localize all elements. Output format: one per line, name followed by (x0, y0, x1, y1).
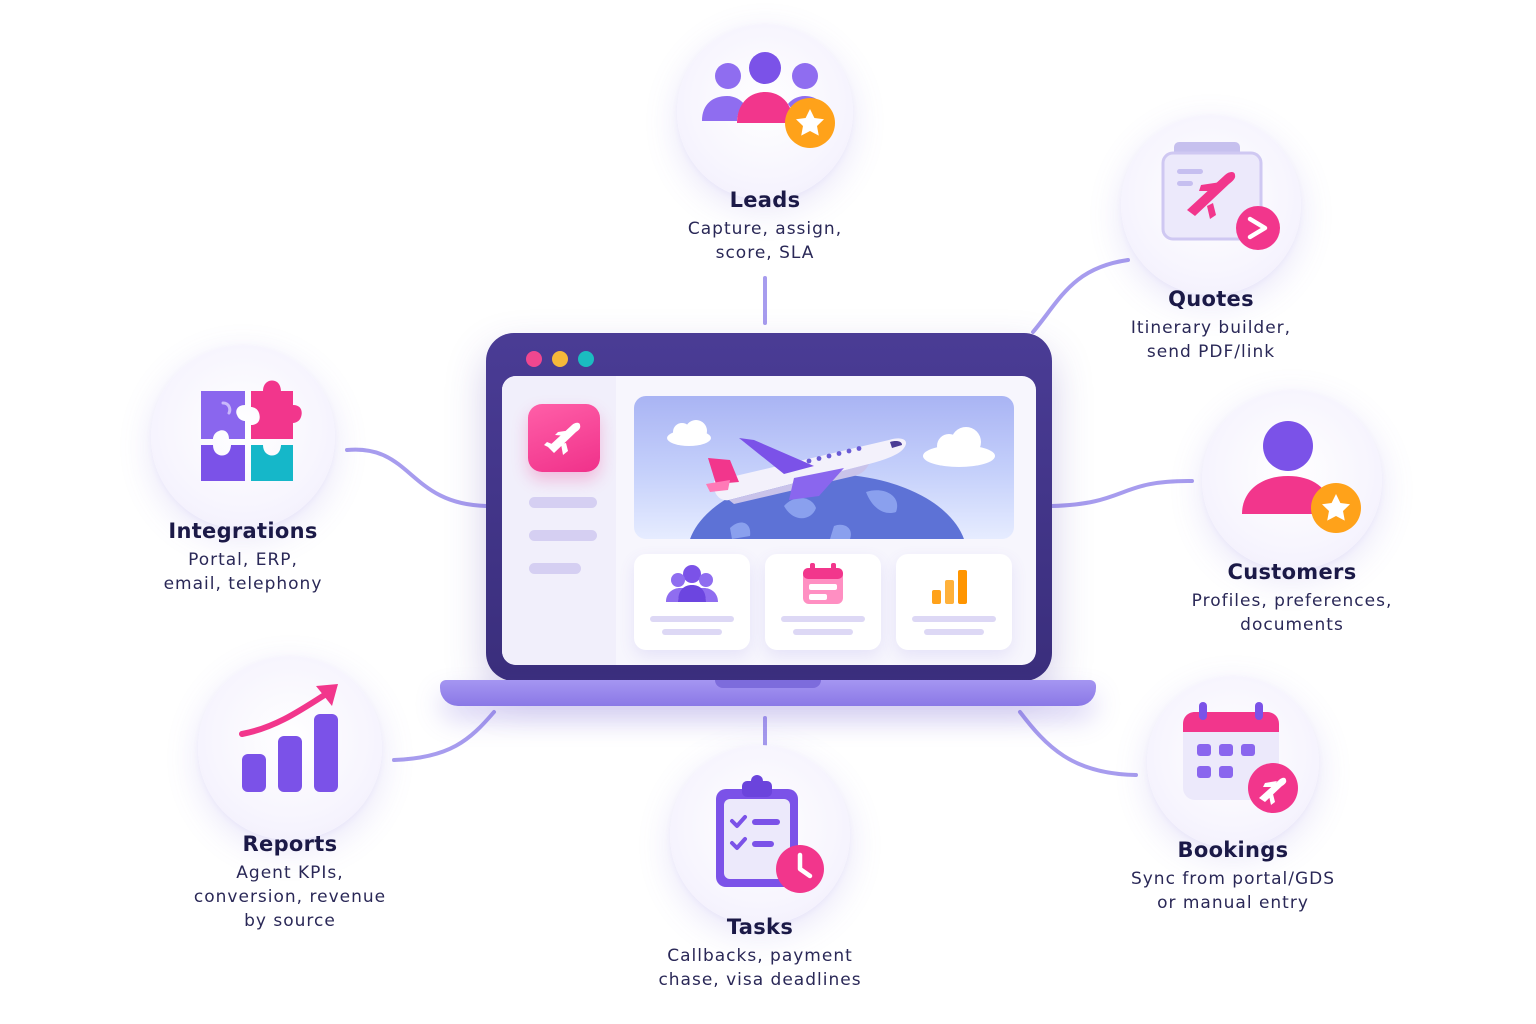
growth-chart-icon (198, 656, 382, 840)
window-dot-yellow (552, 351, 568, 367)
laptop-notch (715, 680, 821, 688)
node-desc-line: send PDF/link (1146, 342, 1276, 362)
dashboard-card-calendar (765, 554, 881, 650)
node-desc-line: Capture, assign, (687, 219, 843, 239)
laptop-lid (486, 333, 1052, 681)
user-star-icon (1202, 390, 1382, 570)
node-desc-line: Profiles, preferences, (1191, 591, 1393, 611)
node-desc-line: Portal, ERP, (188, 550, 298, 570)
node-desc-line: chase, visa deadlines (658, 970, 862, 990)
people-icon (666, 565, 718, 602)
node-title: Integrations (168, 519, 318, 543)
node-title: Customers (1227, 560, 1357, 584)
hero-airplane-globe-image (634, 396, 1014, 539)
connector-bookings (1018, 710, 1138, 777)
node-desc-line: conversion, revenue (193, 887, 387, 907)
laptop-screen (502, 376, 1036, 665)
dashboard-card-chart (896, 554, 1012, 650)
node-integrations-label: Integrations Portal, ERP, email, telepho… (164, 519, 323, 596)
node-title: Tasks (726, 915, 794, 939)
node-reports-label: Reports Agent KPIs, conversion, revenue … (194, 832, 386, 933)
node-desc-line: or manual entry (1157, 893, 1309, 913)
node-quotes-label: Quotes Itinerary builder, send PDF/link (1131, 287, 1291, 364)
window-dot-teal (578, 351, 594, 367)
node-desc-line: documents (1240, 615, 1344, 635)
node-desc-line: score, SLA (715, 243, 815, 263)
node-tasks-label: Tasks Callbacks, payment chase, visa dea… (658, 915, 861, 992)
sidebar-line (529, 497, 597, 508)
node-title: Bookings (1177, 838, 1289, 862)
sidebar-line (529, 530, 597, 541)
app-sidebar (502, 376, 616, 665)
node-desc-line: Itinerary builder, (1130, 318, 1292, 338)
connector-customers (1050, 478, 1194, 508)
bar-chart-icon (932, 570, 967, 604)
node-desc-line: by source (244, 911, 336, 931)
node-title: Quotes (1168, 287, 1254, 311)
node-title: Leads (729, 188, 801, 212)
node-title: Reports (242, 832, 338, 856)
connector-integrations (345, 447, 488, 508)
dashboard-card-people (634, 554, 750, 650)
node-desc-line: Sync from portal/GDS (1130, 869, 1336, 889)
window-dot-pink (526, 351, 542, 367)
connector-reports (392, 710, 496, 762)
node-desc-line: Callbacks, payment (667, 946, 853, 966)
node-desc-line: Agent KPIs, (236, 863, 344, 883)
calendar-icon (803, 563, 843, 604)
puzzle-icon (151, 345, 335, 529)
calendar-flight-icon (1147, 676, 1319, 848)
connector-quotes (1031, 258, 1130, 334)
laptop-app-mockup (440, 333, 1100, 718)
sidebar-line (529, 563, 581, 574)
laptop-base (440, 680, 1096, 706)
node-bookings-label: Bookings Sync from portal/GDS or manual … (1131, 838, 1335, 915)
team-star-icon (677, 24, 853, 200)
node-leads-label: Leads Capture, assign, score, SLA (688, 188, 842, 265)
node-customers-label: Customers Profiles, preferences, documen… (1192, 560, 1393, 637)
clipboard-clock-icon (670, 745, 850, 925)
airplane-icon (528, 404, 600, 472)
flight-document-send-icon (1121, 115, 1301, 295)
node-desc-line: email, telephony (163, 574, 323, 594)
